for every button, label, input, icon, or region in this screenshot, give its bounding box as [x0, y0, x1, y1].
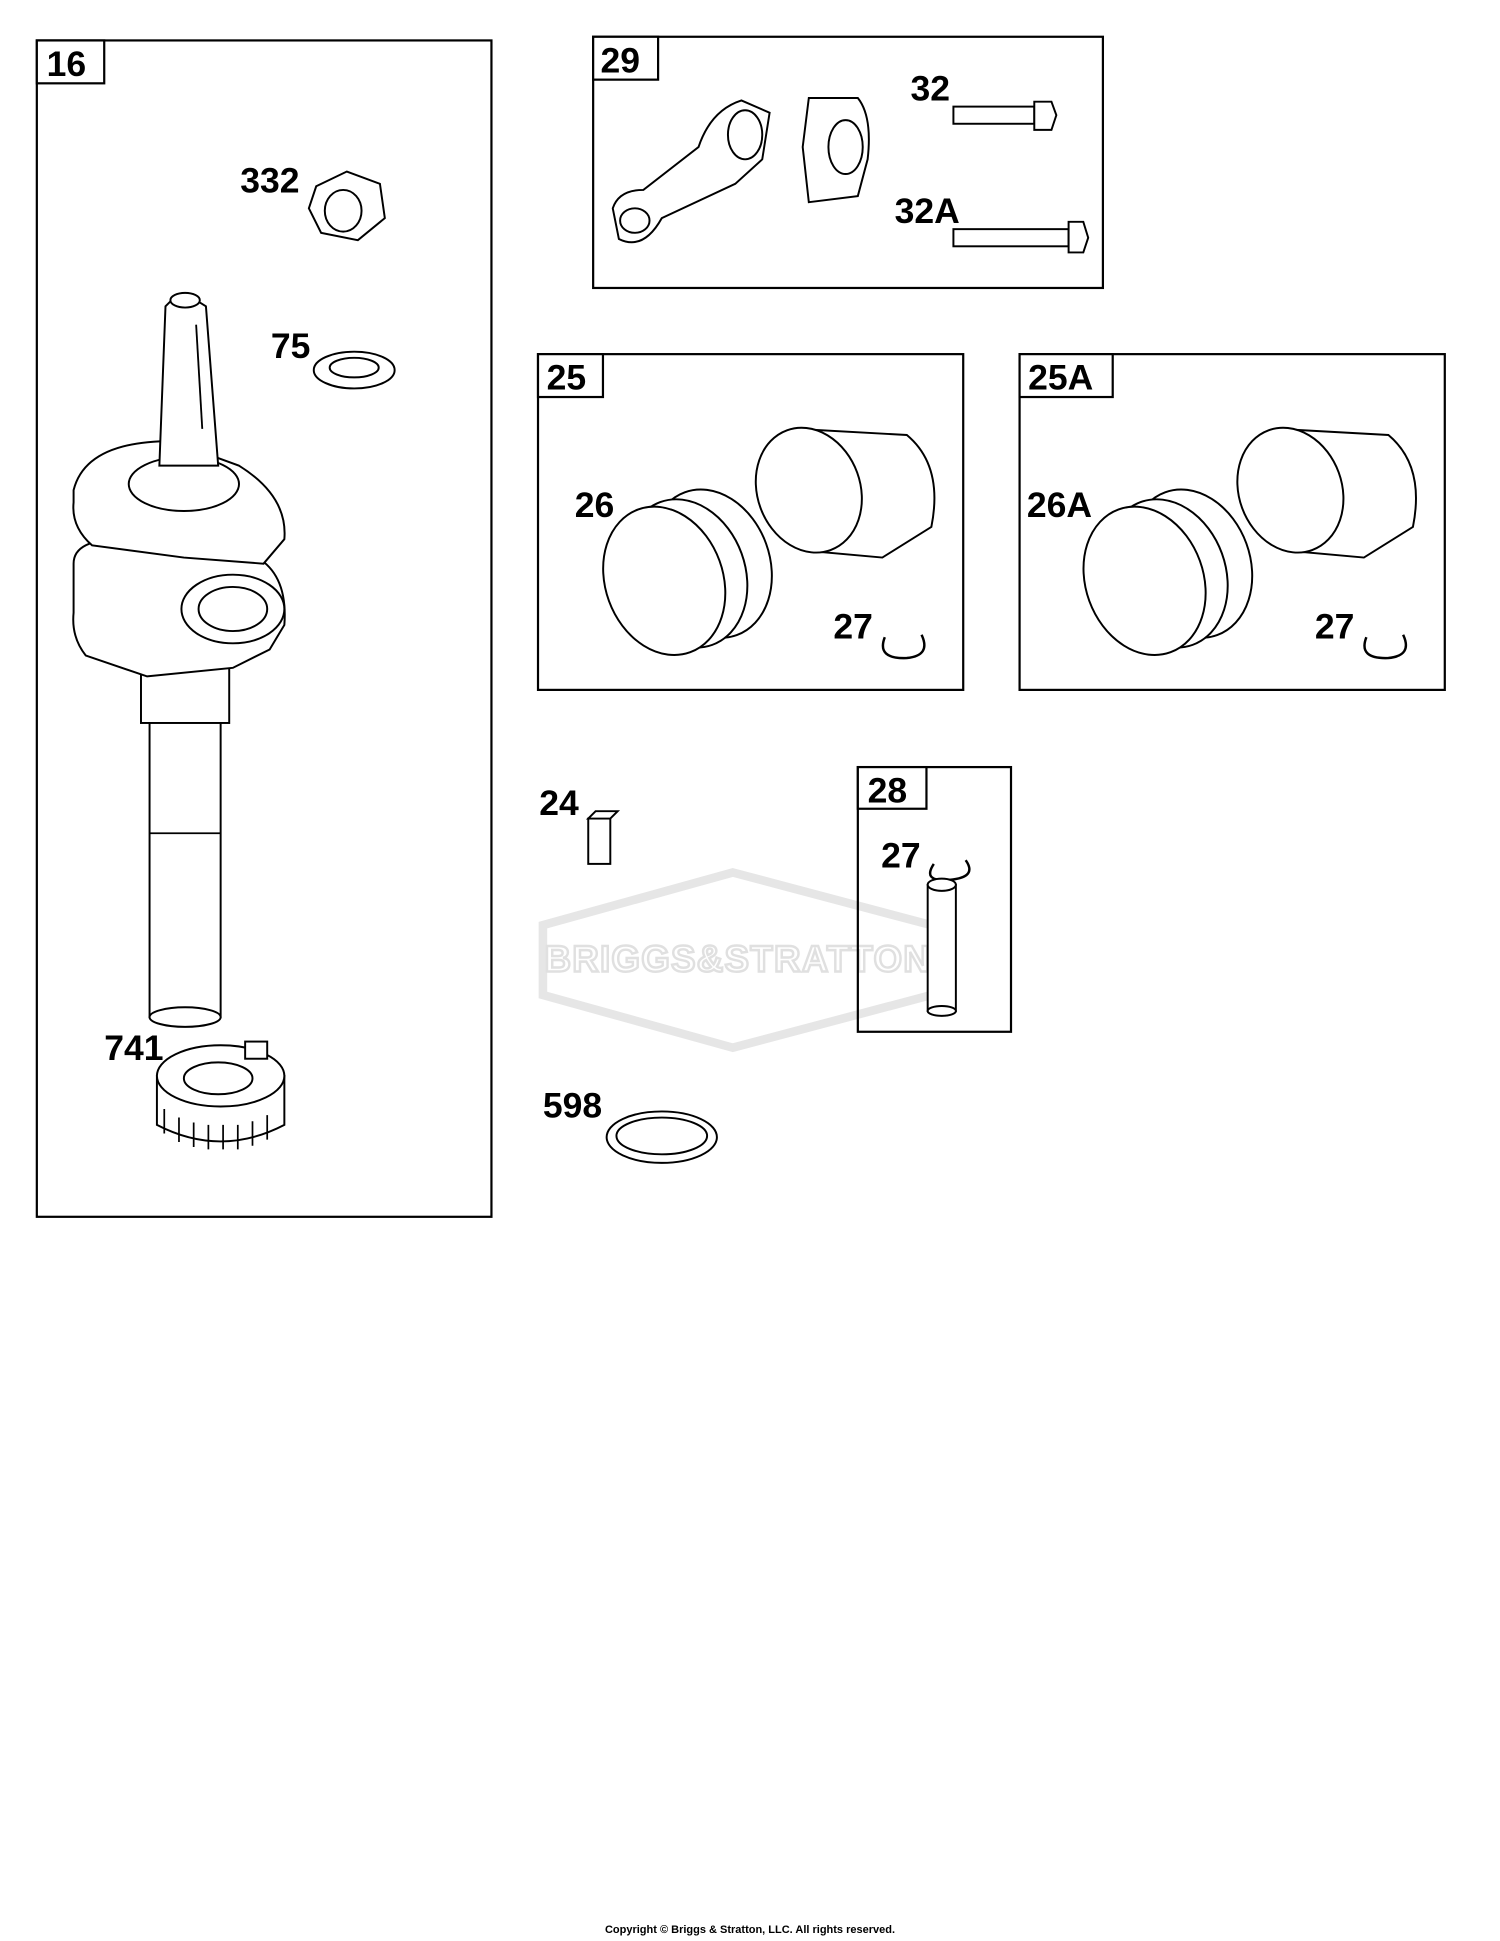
group-label-28: 28 [868, 771, 908, 811]
group-25a-piston: 25A 26A 27 [1018, 353, 1446, 691]
part-label-27: 27 [881, 836, 921, 876]
part-label-32: 32 [911, 68, 951, 108]
piston-rings-icon [1082, 488, 1254, 656]
group-label-25a: 25A [1028, 358, 1093, 398]
part-label-24: 24 [539, 783, 579, 823]
piston-pin-icon [926, 877, 957, 1017]
part-label-26: 26 [575, 485, 615, 525]
part-label-27: 27 [833, 606, 873, 646]
part-label-598: 598 [543, 1086, 602, 1126]
part-label-27: 27 [1315, 606, 1355, 646]
part-label-75: 75 [271, 326, 311, 366]
part-label-741: 741 [104, 1028, 163, 1068]
thrust-washer-icon [605, 1110, 718, 1164]
crankshaft-gear-icon [155, 1040, 286, 1150]
piston-icon [754, 426, 936, 559]
piston-rings-icon [602, 488, 773, 656]
crankshaft-icon [72, 291, 286, 1028]
briggs-stratton-watermark: BRIGGS&STRATTON [538, 868, 936, 1053]
group-16-crankshaft: 16 332 75 741 [35, 39, 493, 1218]
group-label-25: 25 [547, 358, 587, 398]
long-bolt-icon [952, 220, 1090, 254]
part-label-32a: 32A [895, 191, 960, 231]
copyright-notice: Copyright © Briggs & Stratton, LLC. All … [604, 1924, 896, 1936]
group-label-16: 16 [47, 44, 87, 84]
washer-icon [312, 350, 396, 390]
key-icon [585, 810, 621, 865]
retaining-clip-icon [881, 634, 926, 660]
bolt-icon [952, 100, 1058, 131]
retaining-clip-icon [1363, 634, 1408, 660]
group-label-29: 29 [601, 40, 641, 80]
part-label-26a: 26A [1027, 485, 1092, 525]
retaining-clip-icon [928, 859, 971, 882]
svg-text:BRIGGS&STRATTON: BRIGGS&STRATTON [544, 939, 931, 980]
piston-icon [1236, 426, 1417, 559]
part-label-332: 332 [240, 160, 299, 200]
group-25-piston: 25 26 27 [536, 353, 965, 691]
group-28-piston-pin: 28 27 [856, 765, 1013, 1033]
group-29-connecting-rod: 29 32 32A [592, 35, 1105, 290]
connecting-rod-icon [611, 97, 870, 244]
nut-icon [307, 170, 386, 242]
